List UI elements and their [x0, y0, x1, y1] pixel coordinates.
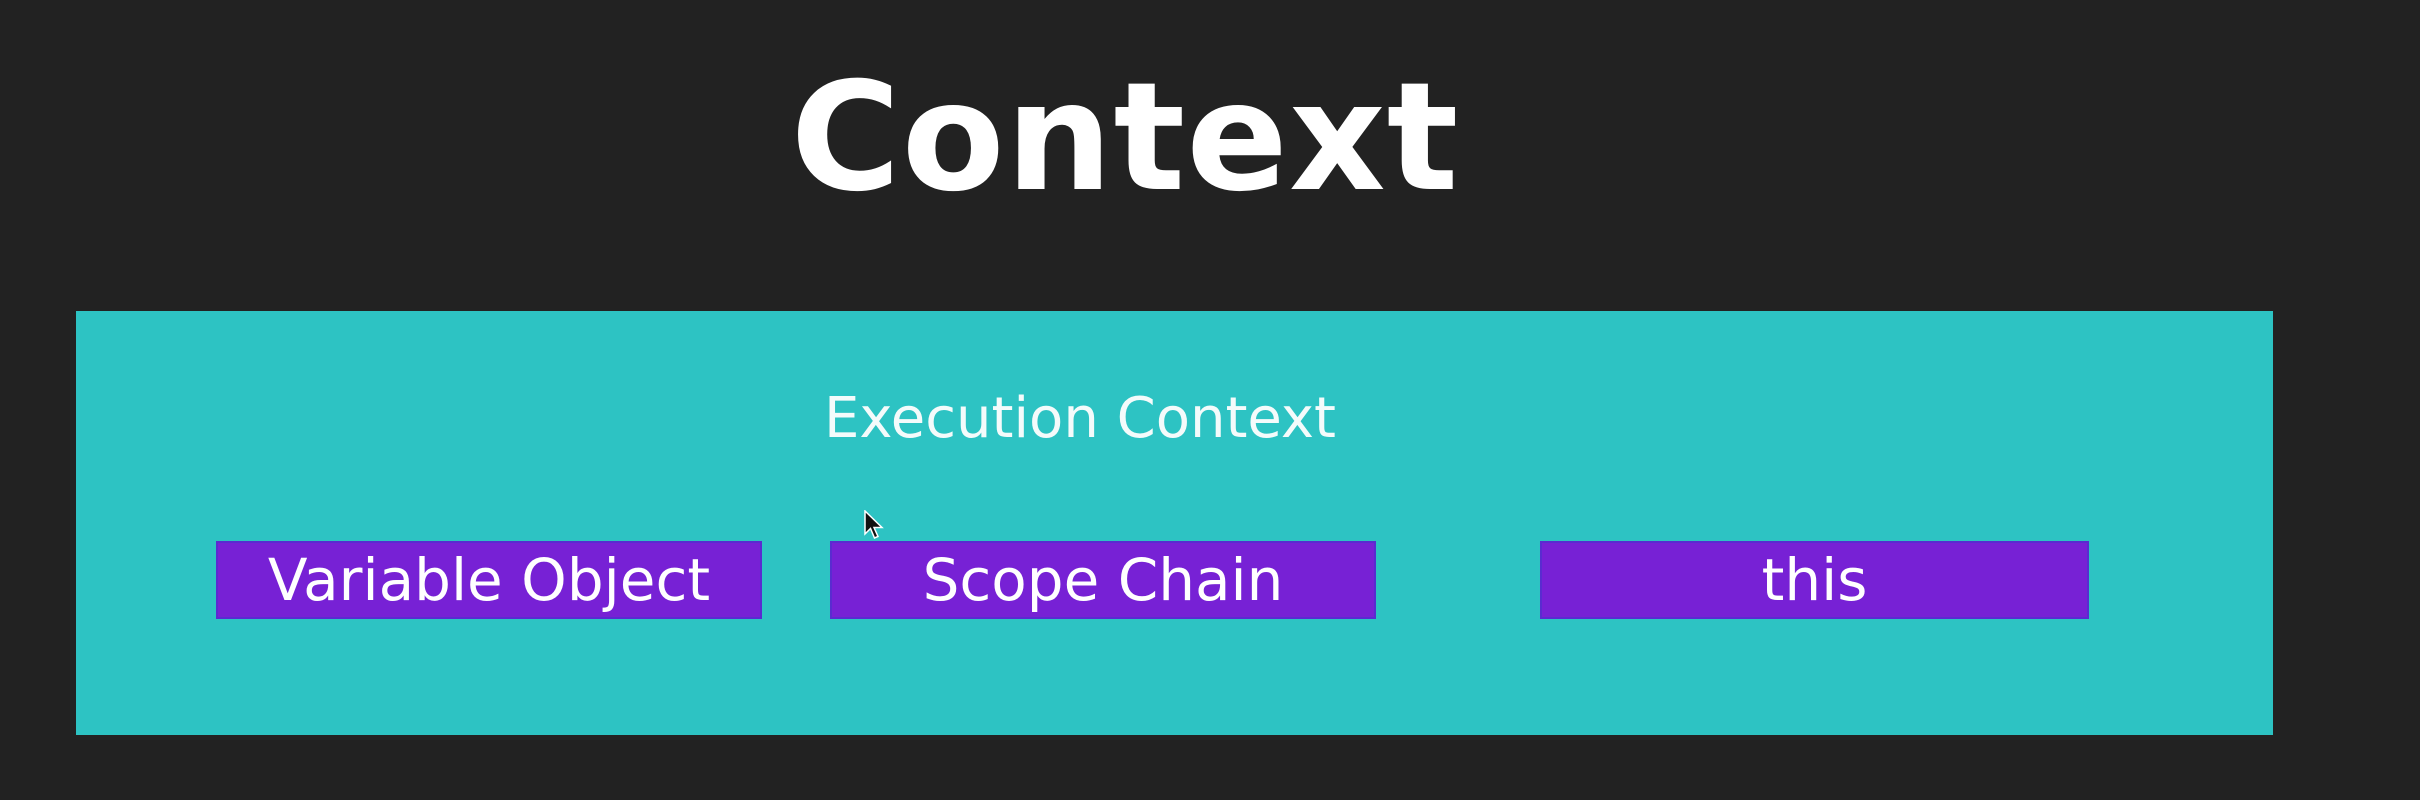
scope-chain-box: Scope Chain: [830, 541, 1376, 619]
execution-context-panel: Execution Context Variable Object Scope …: [76, 311, 2273, 735]
execution-context-label: Execution Context: [824, 386, 1336, 451]
slide-title: Context: [790, 51, 1460, 225]
variable-object-box: Variable Object: [216, 541, 762, 619]
mouse-pointer-icon: [864, 510, 884, 539]
this-box: this: [1540, 541, 2089, 619]
